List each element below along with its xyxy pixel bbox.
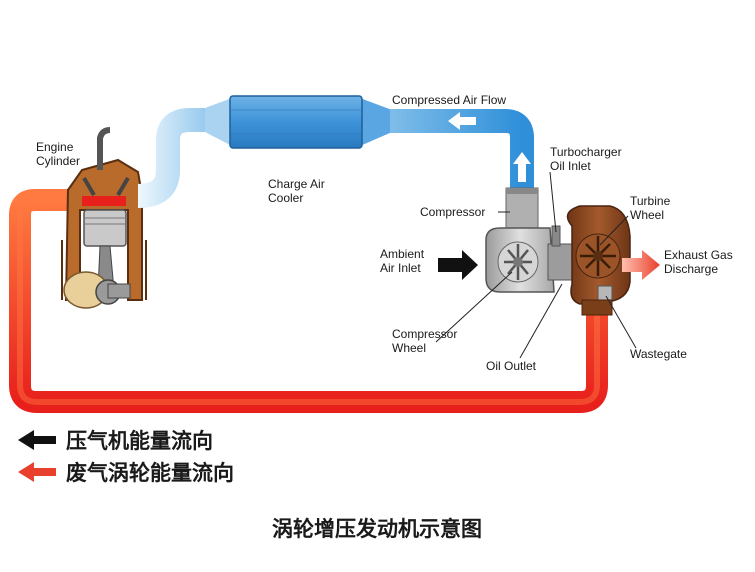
label-oil-outlet: Oil Outlet: [486, 359, 537, 373]
label-compressor-wheel-2: Wheel: [392, 341, 426, 355]
label-ambient-air-inlet-1: Ambient: [380, 247, 425, 261]
exhaust-pipe: [9, 189, 608, 413]
legend-compressor-energy-flow: 压气机能量流向: [66, 429, 213, 453]
charge-air-cooler: [229, 95, 363, 149]
turbine-wheel: [580, 236, 616, 276]
up-arrow-icon: [513, 152, 531, 182]
label-compressor: Compressor: [420, 205, 485, 219]
label-turbocharger-oil-inlet-1: Turbocharger: [550, 145, 622, 159]
label-engine-cylinder-2: Cylinder: [36, 154, 80, 168]
legend: 压气机能量流向 废气涡轮能量流向: [18, 429, 234, 485]
black-arrow-icon: [438, 250, 478, 280]
label-turbocharger-oil-inlet-2: Oil Inlet: [550, 159, 591, 173]
left-arrow-icon: [448, 112, 476, 130]
label-compressor-wheel-1: Compressor: [392, 327, 457, 341]
engine-cylinder: [61, 127, 147, 309]
compressor-wheel: [504, 244, 532, 280]
label-turbine-wheel-2: Wheel: [630, 208, 664, 222]
label-charge-air-cooler-1: Charge Air: [268, 177, 325, 191]
air-intake-pipe: [137, 98, 539, 231]
red-arrow-icon: [622, 250, 660, 280]
label-engine-cylinder-1: Engine: [36, 140, 74, 154]
leader-lines: [435, 171, 637, 359]
label-ambient-air-inlet-2: Air Inlet: [380, 261, 421, 275]
label-compressed-air-flow: Compressed Air Flow: [392, 93, 506, 107]
turbocharger: [485, 205, 631, 316]
label-exhaust-gas-discharge-2: Discharge: [664, 262, 718, 276]
label-wastegate: Wastegate: [630, 347, 687, 361]
legend-turbine-energy-flow: 废气涡轮能量流向: [66, 461, 234, 485]
legend-red-arrow-icon: [18, 462, 56, 482]
diagram-caption: 涡轮增压发动机示意图: [272, 517, 482, 541]
legend-black-arrow-icon: [18, 430, 56, 450]
label-exhaust-gas-discharge-1: Exhaust Gas: [664, 248, 733, 262]
label-turbine-wheel-1: Turbine: [630, 194, 671, 208]
label-charge-air-cooler-2: Cooler: [268, 191, 303, 205]
